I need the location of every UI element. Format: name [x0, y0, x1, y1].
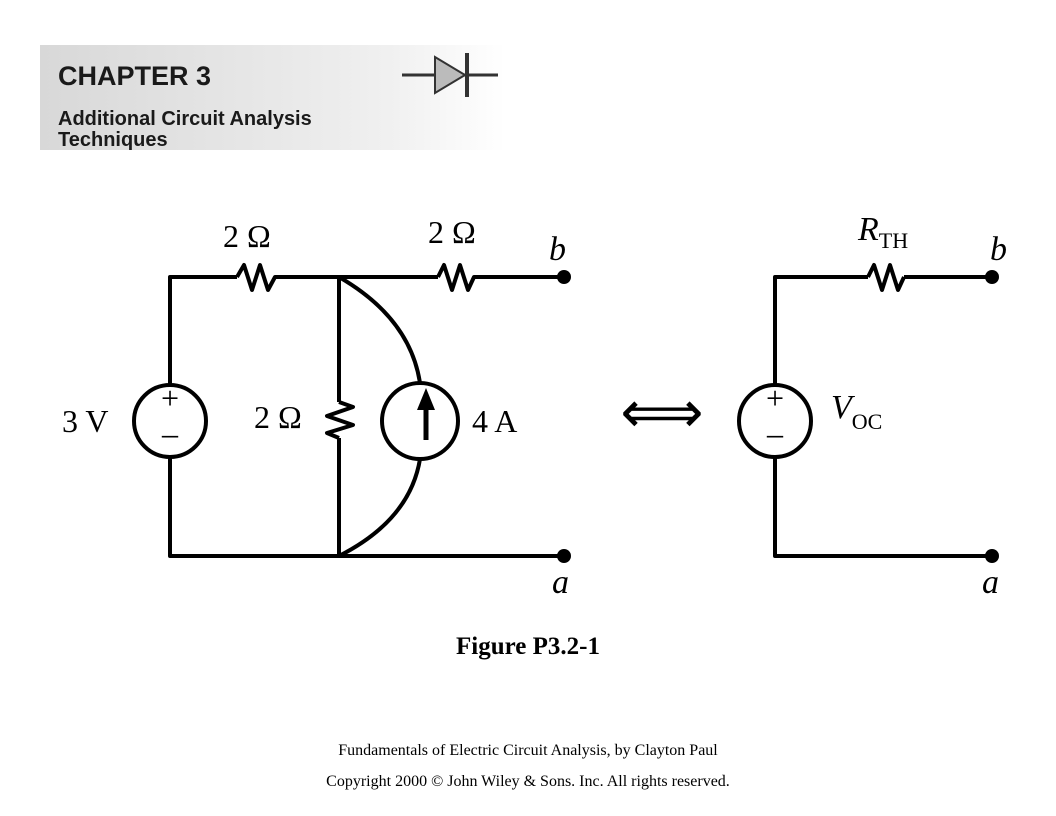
- resistor-middle: [325, 400, 355, 440]
- wire-arc-upper: [337, 275, 422, 384]
- terminal-b-node: [557, 270, 571, 284]
- wire-left-bottom: [168, 458, 562, 558]
- resistor-middle-label: 2 Ω: [254, 399, 302, 435]
- terminal-a-right-node: [985, 549, 999, 563]
- rth-label: RTH: [857, 211, 908, 253]
- diode-icon: [402, 53, 498, 97]
- wire-arc-lower: [338, 458, 422, 558]
- chapter-subtitle-line2: Techniques: [58, 129, 168, 150]
- voc-source-plus: +: [766, 380, 784, 416]
- voltage-source-voc: [737, 383, 813, 459]
- wire-right-bottom: [773, 458, 990, 558]
- wire-left-top: [168, 275, 237, 385]
- chapter-banner: CHAPTER 3 Additional Circuit Analysis Te…: [40, 45, 505, 150]
- current-source: [380, 381, 460, 461]
- resistor-rth: [866, 263, 906, 292]
- terminal-b-right-node: [985, 270, 999, 284]
- left-circuit: [132, 263, 562, 558]
- terminal-a-right-label: a: [982, 564, 999, 601]
- rth-label-sub: TH: [879, 228, 908, 253]
- chapter-title: CHAPTER 3: [58, 61, 211, 91]
- source-voltage-label: 3 V: [62, 403, 109, 439]
- chapter-subtitle-line1: Additional Circuit Analysis: [58, 108, 312, 130]
- terminal-b-right-label: b: [990, 231, 1007, 268]
- voc-label-sub: OC: [852, 409, 883, 434]
- voc-label: VOC: [831, 389, 882, 434]
- vsource-plus: +: [161, 380, 179, 416]
- figure-caption: Figure P3.2-1: [456, 633, 600, 660]
- rth-label-main: R: [857, 211, 879, 248]
- right-circuit: [737, 263, 990, 558]
- voltage-source: [132, 383, 208, 459]
- resistor-top-left-label: 2 Ω: [223, 218, 271, 254]
- terminal-b-label: b: [549, 231, 566, 268]
- footer-book-title: Fundamentals of Electric Circuit Analysi…: [338, 742, 718, 759]
- voc-source-minus: –: [766, 415, 784, 451]
- arrow-up-icon: [417, 388, 435, 410]
- resistor-top-right-label: 2 Ω: [428, 214, 476, 250]
- current-source-label: 4 A: [472, 403, 517, 439]
- terminal-a-node: [557, 549, 571, 563]
- resistor-top-left: [235, 263, 280, 292]
- wire-right-top: [773, 275, 868, 385]
- terminal-a-label: a: [552, 564, 569, 601]
- resistor-top-right: [436, 263, 476, 292]
- vsource-minus: –: [161, 415, 179, 451]
- footer-copyright: Copyright 2000 © John Wiley & Sons. Inc.…: [326, 773, 730, 790]
- equivalence-symbol: ⟺: [620, 380, 703, 445]
